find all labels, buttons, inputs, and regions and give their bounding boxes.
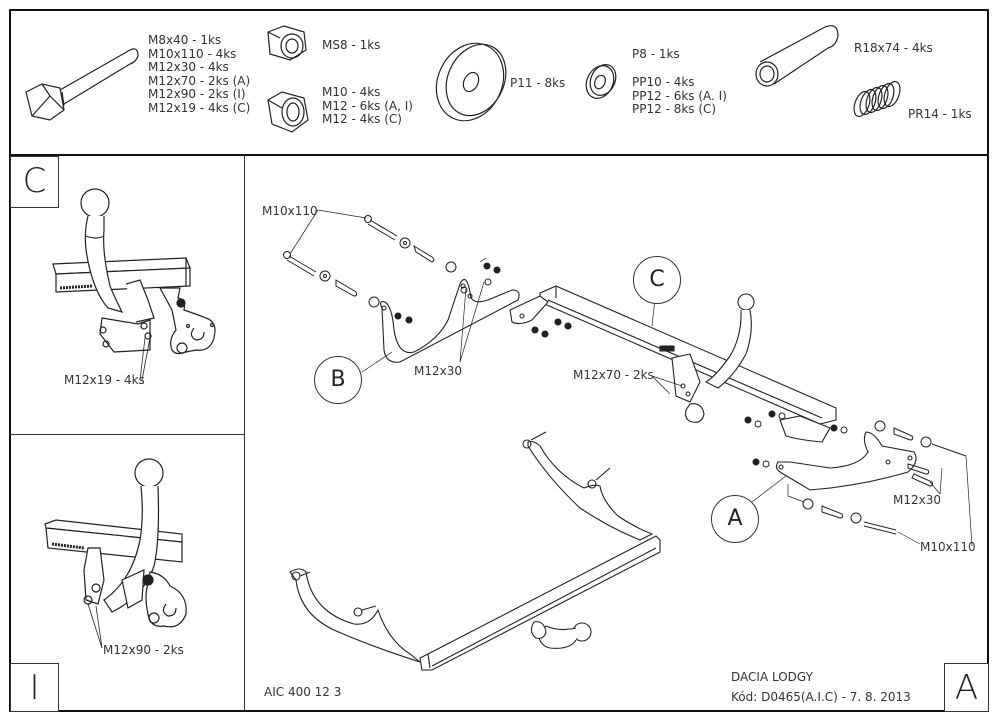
spring-label: PR14 - 1ks [908, 107, 972, 121]
washer-p8-label: P8 - 1ks [632, 47, 680, 61]
nut-item: M10 - 4ks [322, 85, 381, 99]
header-divider [9, 154, 989, 156]
crossbar-left-plate [510, 296, 571, 337]
large-washer-icon [424, 32, 517, 132]
socket-plate [160, 288, 215, 354]
panel-c-bolt-label: M12x19 - 4ks [64, 373, 145, 387]
label-m12x30-right: M12x30 [893, 493, 941, 507]
panel-i-illustration [0, 0, 250, 725]
callout-a: A [711, 495, 759, 543]
tow-ball-main [706, 294, 754, 388]
drawing-frame [9, 9, 989, 712]
panel-c-illustration [0, 0, 250, 440]
mount-bracket [100, 280, 154, 352]
hex-nut-icon [268, 92, 308, 132]
label-m12x30-left: M12x30 [414, 364, 462, 378]
washer-icon [581, 60, 621, 102]
leader-lines [140, 338, 150, 380]
bolt-item: M10x110 - 4ks [148, 46, 237, 61]
washer-item: PP12 - 8ks (C) [632, 102, 717, 116]
part-number: AIC 400 12 3 [264, 685, 342, 699]
mount-bracket [84, 548, 144, 608]
leader-lines [290, 210, 972, 546]
socket-plate [143, 572, 186, 627]
washer-item: PP12 - 6ks (A. I) [632, 88, 727, 103]
leader-lines [88, 604, 102, 648]
panel-divider-horizontal [9, 434, 245, 435]
tow-ball-icon [81, 189, 122, 312]
washer-item: PP10 - 4ks [632, 75, 695, 89]
bolt-assembly-right [745, 411, 966, 534]
bolt-item: M8x40 - 1ks [148, 33, 222, 47]
bolts-list: M8x40 - 1ks M10x110 - 4ks M12x30 - 4ks M… [148, 33, 251, 115]
nuts-list: M10 - 4ks M12 - 6ks (A, I) M12 - 4ks (C) [322, 85, 413, 127]
bolt-item: M12x30 - 4ks [148, 60, 229, 74]
bolt-item: M12x19 - 4ks (C) [148, 100, 251, 115]
nut-item: M12 - 4ks (C) [322, 112, 402, 126]
mount-bracket-main [672, 354, 704, 422]
bracket-b [381, 280, 520, 363]
lock-nut-label: MS8 - 1ks [322, 38, 381, 52]
label-m12x70: M12x70 - 2ks [573, 368, 654, 382]
bolt-item: M12x70 - 2ks (A) [148, 73, 251, 88]
bracket-a [776, 416, 916, 490]
spring-icon [851, 79, 903, 118]
crossbar-tube [53, 258, 190, 292]
label-m10x110-left: M10x110 [262, 204, 318, 218]
nut-item: M12 - 6ks (A, I) [322, 98, 413, 113]
panel-i-corner-label: I [10, 663, 59, 712]
bolt-icon [26, 49, 138, 120]
panel-i-bolt-label: M12x90 - 2ks [103, 643, 184, 657]
panel-divider-vertical [244, 155, 245, 711]
callout-b: B [314, 356, 362, 404]
large-washer-label: P11 - 8ks [510, 76, 566, 90]
document-code: Kód: D0465(A.I.C) - 7. 8. 2013 [731, 690, 911, 704]
parts-illustrations [0, 0, 1000, 160]
callout-c: C [633, 256, 681, 304]
document-title: DACIA LODGY [731, 670, 813, 684]
tube-icon [756, 26, 838, 86]
panel-a-corner-label: A [944, 663, 989, 712]
label-m10x110-right: M10x110 [920, 540, 976, 554]
lock-nut-icon [268, 26, 306, 60]
assembled-view [290, 432, 660, 670]
washers-list: PP10 - 4ks PP12 - 6ks (A. I) PP12 - 8ks … [632, 75, 727, 117]
bolt-item: M12x90 - 2ks (I) [148, 87, 246, 101]
bolt-assembly-left [284, 216, 501, 324]
tube-label: R18x74 - 4ks [854, 41, 933, 55]
panel-c-corner-label: C [10, 156, 59, 208]
